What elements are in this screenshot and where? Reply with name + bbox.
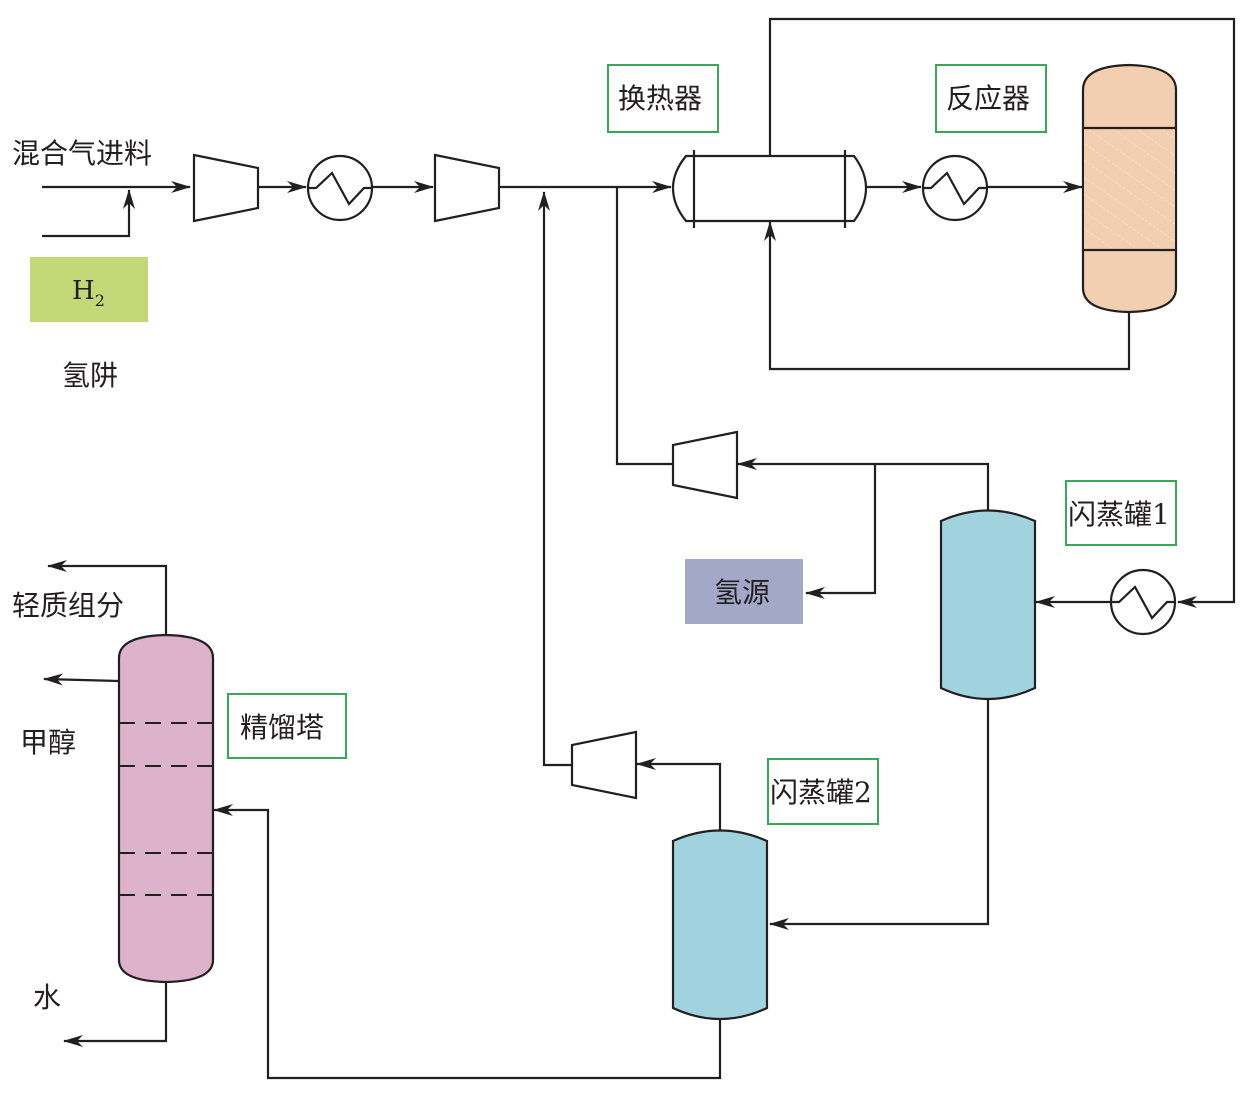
reactor-outlet-line	[764, 221, 1131, 371]
cooler	[1109, 568, 1177, 636]
reactor-label-box	[935, 64, 1047, 133]
compressor-3	[671, 430, 739, 500]
reactor-label: 反应器	[946, 82, 1030, 115]
h2-box: H2	[30, 257, 148, 322]
heater-2	[921, 154, 989, 222]
compressor-4	[570, 730, 638, 800]
heat-exchanger-label: 换热器	[618, 82, 702, 115]
recycle-line-2	[538, 191, 572, 767]
water-line	[63, 982, 168, 1047]
feed-label: 混合气进料	[12, 137, 152, 170]
compressor-1	[192, 153, 260, 223]
h2-feed-line	[42, 189, 135, 238]
compressor-2	[433, 153, 501, 223]
methanol-line	[43, 673, 120, 686]
water-label: 水	[33, 981, 61, 1014]
flash2-label-box	[767, 758, 879, 825]
methanol-label: 甲醇	[20, 726, 76, 759]
light-components-label: 轻质组分	[12, 589, 124, 622]
recycle-line-1	[615, 187, 673, 466]
flash2-gas-line	[636, 758, 722, 830]
flash1-liquid-line	[769, 699, 990, 930]
reactor	[1081, 63, 1178, 314]
hx-outlet-line	[768, 17, 1236, 608]
h2-label: H2	[72, 276, 105, 310]
flash1-label: 闪蒸罐1	[1068, 498, 1170, 531]
heat-exchanger-label-box	[607, 64, 719, 133]
flash2-label: 闪蒸罐2	[770, 776, 872, 809]
flash2-liquid-line	[213, 804, 722, 1080]
light-components-line	[47, 560, 168, 636]
flash-tank-1	[939, 509, 1037, 701]
hydrazine-label: 氢阱	[62, 359, 118, 392]
hydrogen-source-line	[805, 464, 877, 599]
hydrogen-source-label: 氢源	[714, 576, 770, 609]
flash1-label-box	[1065, 480, 1177, 546]
flash1-gas-line	[737, 458, 990, 510]
flash-tank-2	[671, 829, 769, 1021]
distillation-column	[117, 633, 215, 984]
heater-1	[306, 154, 374, 222]
heat-exchanger	[671, 150, 868, 228]
distillation-label-box	[227, 693, 347, 759]
distillation-label: 精馏塔	[240, 711, 324, 744]
hydrogen-source-box: 氢源	[685, 559, 803, 624]
